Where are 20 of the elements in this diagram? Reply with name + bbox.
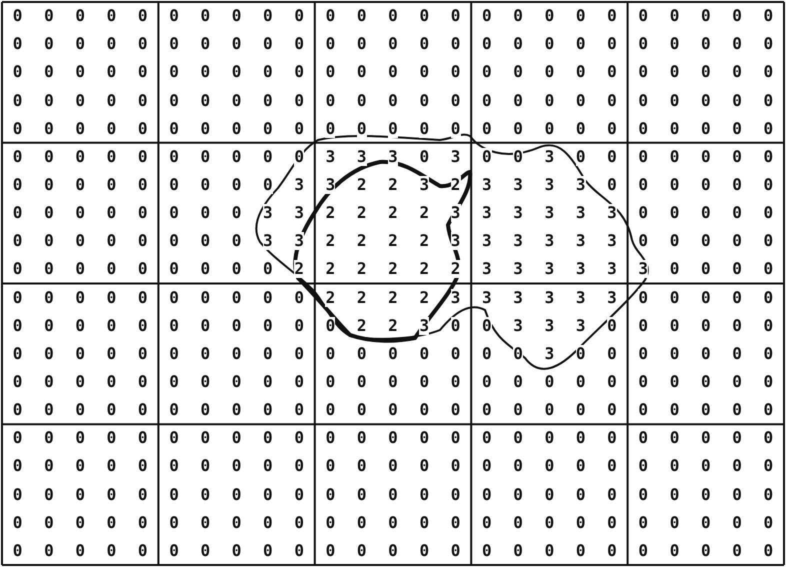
grid-number: 3 [356, 148, 367, 166]
grid-number: 3 [419, 316, 430, 335]
grid-number: 3 [450, 232, 461, 250]
grid-number: 3 [450, 204, 461, 222]
grid-number: 0 [638, 232, 648, 250]
grid-number: 2 [294, 260, 304, 278]
grid-number: 2 [325, 288, 336, 307]
grid-number: 0 [576, 148, 586, 166]
grid-number: 0 [262, 176, 273, 194]
grid-number: 3 [325, 176, 336, 194]
grid-number: 0 [325, 120, 336, 138]
grid-number: 0 [294, 148, 304, 166]
grid-number: 2 [450, 260, 461, 278]
grid-number: 0 [450, 120, 461, 138]
grid-number: 3 [638, 260, 648, 278]
grid-number: 0 [388, 120, 398, 138]
grid-number: 3 [294, 232, 304, 250]
grid-number: 3 [388, 148, 398, 166]
grid-number: 0 [356, 120, 367, 138]
grid-number: 3 [262, 232, 273, 250]
